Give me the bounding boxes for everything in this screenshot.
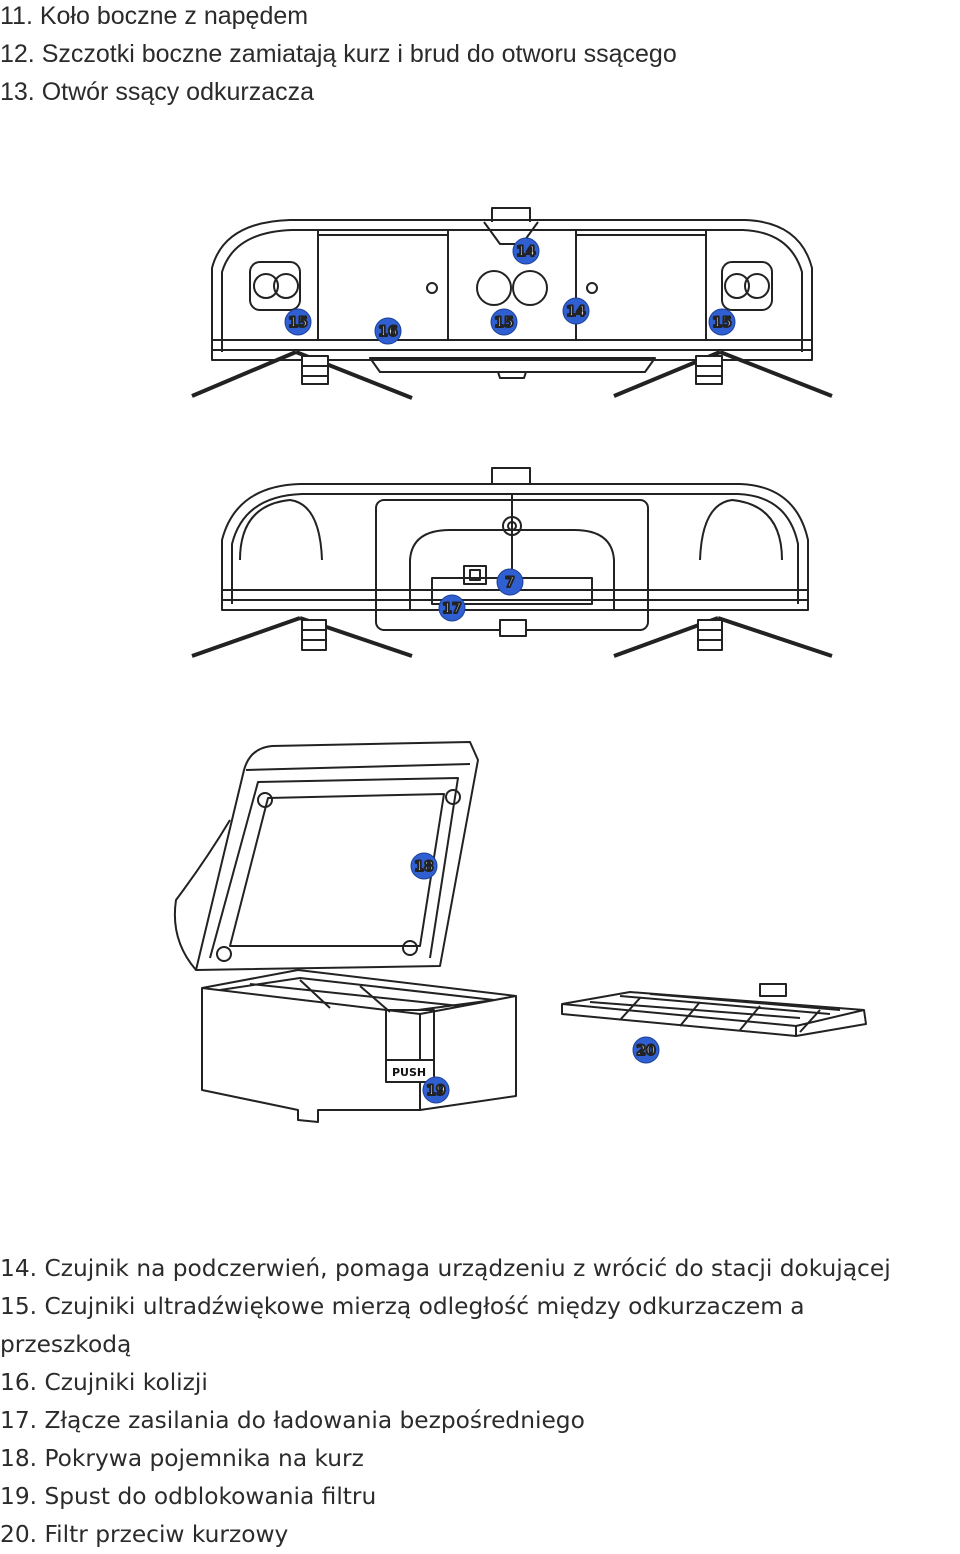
legend-item-11: 11. Koło boczne z napędem	[0, 2, 309, 30]
dust-bin-drawing: PUSH	[173, 741, 867, 1123]
svg-text:15: 15	[494, 315, 513, 331]
legend-item-20: 20. Filtr przeciw kurzowy	[0, 1521, 289, 1548]
svg-text:20: 20	[636, 1043, 656, 1059]
legend-item-17: 17. Złącze zasilania do ładowania bezpoś…	[0, 1407, 585, 1434]
legend-item-18: 18. Pokrywa pojemnika na kurz	[0, 1445, 364, 1472]
callout-badge-19: 19	[422, 1076, 450, 1104]
legend-item-16: 16. Czujniki kolizji	[0, 1369, 208, 1396]
legend-item-14: 14. Czujnik na podczerwień, pomaga urząd…	[0, 1255, 891, 1282]
legend-item-15: 15. Czujniki ultradźwiękowe mierzą odleg…	[0, 1293, 805, 1320]
svg-text:18: 18	[414, 859, 433, 875]
callout-badge-16: 16	[374, 317, 402, 345]
legend-item-19: 19. Spust do odblokowania filtru	[0, 1483, 377, 1510]
front-view-drawing	[191, 207, 833, 400]
callout-badge-15-left: 15	[284, 308, 312, 336]
rear-view-drawing	[191, 467, 833, 658]
svg-text:14: 14	[566, 304, 586, 320]
callout-badge-18: 18	[410, 852, 438, 880]
svg-text:19: 19	[426, 1083, 445, 1099]
callout-badge-7: 7	[496, 568, 524, 596]
callout-badge-15-right: 15	[708, 308, 736, 336]
push-label: PUSH	[392, 1066, 426, 1079]
callout-badge-15-center: 15	[490, 308, 518, 336]
svg-text:16: 16	[378, 324, 397, 340]
legend-item-15-cont: przeszkodą	[0, 1331, 132, 1358]
svg-text:7: 7	[505, 575, 515, 591]
legend-item-13: 13. Otwór ssący odkurzacza	[0, 78, 315, 106]
callout-badge-14-front-top: 14	[512, 237, 540, 265]
callout-badge-14-front-right: 14	[562, 297, 590, 325]
svg-text:17: 17	[442, 601, 461, 617]
svg-text:15: 15	[288, 315, 307, 331]
legend-item-12: 12. Szczotki boczne zamiatają kurz i bru…	[0, 40, 677, 68]
svg-text:14: 14	[516, 244, 536, 260]
svg-text:15: 15	[712, 315, 731, 331]
callout-badge-20: 20	[632, 1036, 660, 1064]
callout-badge-17: 17	[438, 594, 466, 622]
